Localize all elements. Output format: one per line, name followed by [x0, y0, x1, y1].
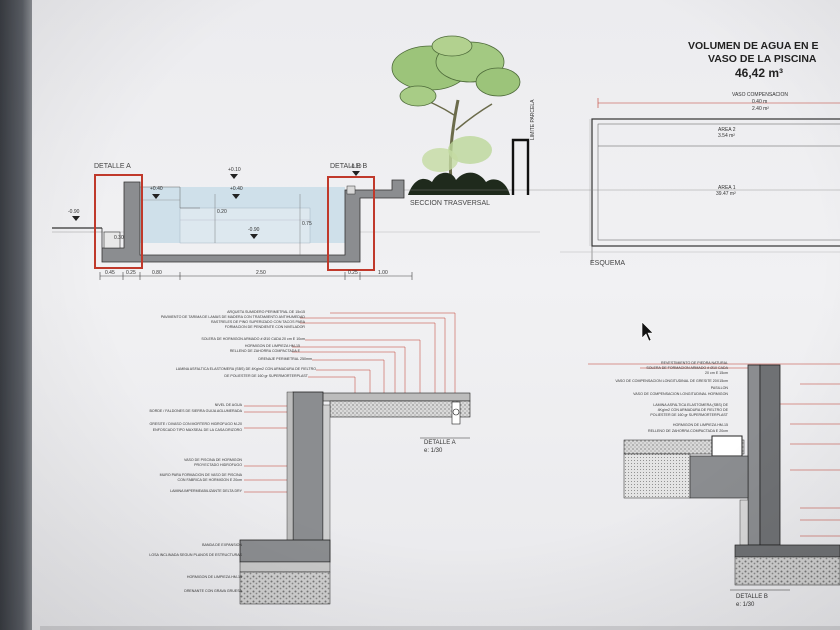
volume-title-line1: VOLUMEN DE AGUA EN E: [688, 40, 819, 52]
level-0: +0.40: [150, 186, 163, 192]
detail-b-note: POLIESTER DE 160 gr SUPERMORTERPLAST: [650, 413, 728, 417]
level-3: -0.90: [68, 209, 80, 215]
detail-a-note: RASTRELES DE PINO SUPERIZADO CON TACOS P…: [210, 320, 305, 324]
detail-a-caption: DETALLE A: [424, 440, 456, 446]
dim-1: 0.25: [126, 270, 136, 276]
pool-plan: [560, 98, 840, 262]
dim-5: 1.00: [378, 270, 388, 276]
detail-a-note: BORDE / FALDONES DE SIERRA GUIJA AGLUMER…: [149, 409, 242, 413]
detail-a-note: HORMIGON DE LIMPIEZA HM-15: [186, 575, 242, 579]
level-1: +0.40: [230, 186, 243, 192]
level-4: -0.10: [350, 164, 362, 170]
volume-value: 46,42 m³: [735, 66, 784, 80]
detail-a-note: MURO PARA FORMACION DE VASO DE PISCINA: [159, 473, 242, 477]
dim-0: 0.45: [105, 270, 115, 276]
detail-a-note: GRESITE / DIVASO CON MORTERO HIDROFUGO M…: [149, 422, 242, 426]
detail-a-note: DRENAJE PERIMETRAL 250mm: [258, 357, 312, 361]
dim-2: 0.80: [152, 270, 162, 276]
detail-b-note: HORMIGON DE LIMPIEZA HM-15: [672, 423, 728, 427]
detail-b-note: PASILLON: [710, 386, 728, 390]
section-detail-b-label: DETALLE B: [330, 163, 368, 170]
plan-area2-value: 3.54 m²: [718, 133, 735, 139]
monitor-bezel: [0, 0, 32, 630]
plan-top-sub1: 0.40 m: [752, 99, 768, 105]
detail-a-note: DE POLIESTER DE 160 gr SUPERMORTERPLAST: [224, 374, 308, 378]
level-5: -0.90: [248, 227, 260, 233]
detail-a-note: VASO DE PISCINA DE HORMIGON: [183, 458, 242, 462]
dim-7: 0.20: [217, 209, 227, 215]
tree-illustration: [391, 35, 521, 195]
section-detail-a-label: DETALLE A: [94, 163, 131, 170]
dim-6: 0.75: [302, 221, 312, 227]
detail-a-note: PROYECTADO HIDROFUGO: [194, 463, 242, 467]
detail-a-note: HORMIGON DE LIMPIEZA HM-15: [244, 344, 300, 348]
plan-area1-label: AREA 1: [718, 185, 736, 191]
volume-title-line2: VASO DE LA PISCINA: [708, 53, 817, 65]
dim-4: 0.25: [348, 270, 358, 276]
plan-top-caption: VASO COMPENSACION: [732, 92, 789, 98]
plan-top-sub2: 2.40 m²: [752, 106, 769, 112]
detail-b-note: RELLENO DE ZAHORRA COMPACTADA E 20cm: [648, 429, 728, 433]
plan-area1-value: 39.47 m²: [716, 191, 736, 197]
detail-a-note: NIVEL DE AGUA: [214, 403, 242, 407]
section-title: SECCION TRASVERSAL: [410, 200, 491, 207]
detail-a-note: SOLERA DE HORMIGON ARMADO # Ø10 CADA 20 …: [201, 337, 305, 341]
plan-area2-label: AREA 2: [718, 127, 736, 133]
detail-b-note: LAMINA ASFALTICA ELASTOMERA (SBS) DE: [653, 403, 728, 407]
detail-a-note: DRENANTE CON GRAVA GRUESA: [184, 589, 242, 593]
detail-a-note: LAMINA ASFALTICA ELASTOMERA (SBS) DE 4Kg…: [175, 367, 316, 371]
detail-a-note: ARQUETA SUMIDERO PERIMETRAL DE 15x15: [227, 310, 305, 314]
detail-b-note: VASO DE COMPENSACION LONGITUDINAL DE GRE…: [615, 379, 728, 383]
detail-a-note: RELLENO DE ZAHORRA COMPACTADA E: [229, 349, 300, 353]
detail-a-note: ENFOSCADO TIPO MAXSEAL DE LA CASA DRIZOR…: [152, 428, 242, 432]
detail-a-note: LAMINA IMPERMEABILIZANTE DELTA DRY: [170, 489, 242, 493]
detail-b-note: SOLERA DE FORMACION ARMADO # Ø10 CADA: [646, 366, 728, 370]
detail-a-note: FORMACION DE PENDIENTE CON NIVELADOR: [224, 325, 305, 329]
limit-label: LIMITE PARCELA: [530, 99, 536, 140]
plan-corner-label: ESQUEMA: [590, 260, 626, 267]
dim-8: 0.30: [114, 235, 124, 241]
detail-a-note: PAVIMENTO DE TARIMA DE LAMAS DE MADERA C…: [160, 315, 305, 319]
pool-section: [52, 138, 840, 280]
dim-3: 2.50: [256, 270, 266, 276]
detail-a-drawing: [239, 312, 471, 605]
detail-b-note: 20 cm E 15cm: [705, 371, 728, 375]
detail-b-note: 4Kg/m2 CON ARMADURA DE FIELTRO DE: [657, 408, 728, 412]
detail-b-scale: e: 1/30: [736, 602, 755, 608]
detail-b-drawing: [588, 363, 840, 591]
detail-a-note: BANDA DE EXPANSION: [202, 543, 242, 547]
detail-a-scale: e: 1/30: [424, 448, 443, 454]
detail-b-caption: DETALLE B: [736, 594, 768, 600]
detail-a-note: LOSA INCLINADA SEGUN PLANOS DE ESTRUCTUR…: [149, 553, 242, 557]
detail-b-note: REVESTIMIENTO DE PIEDRA NATURAL: [661, 361, 728, 365]
detail-b-note: VASO DE COMPENSACION LONGITUDINAL HORMIG…: [633, 392, 728, 396]
level-2: +0.10: [228, 167, 241, 173]
detail-a-note: CON FABRICA DE HORMIGON E 20cm: [177, 478, 243, 482]
